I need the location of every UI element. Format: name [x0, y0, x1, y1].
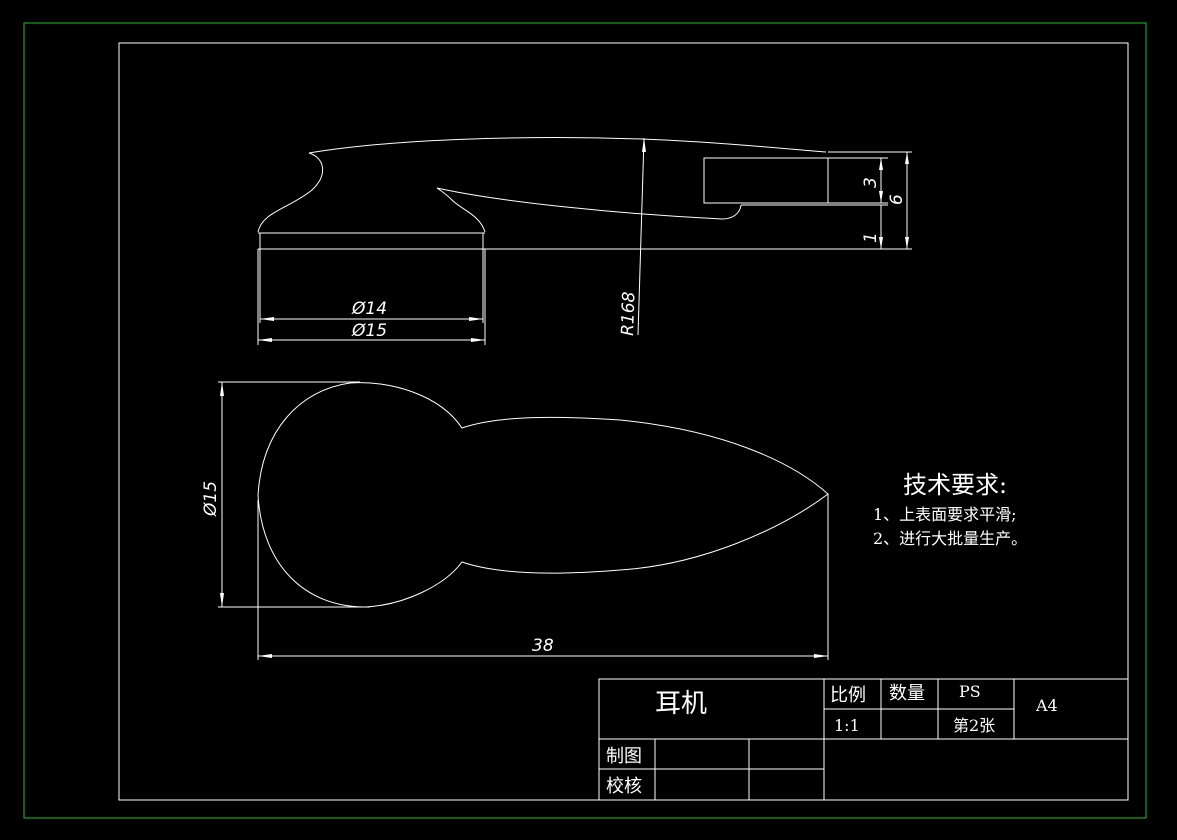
outer-frame: [23, 22, 1147, 819]
notes-item-1: 1、上表面要求平滑;: [873, 505, 1017, 524]
scale-label: 比例: [830, 685, 866, 706]
dim-r168: R168: [618, 291, 640, 336]
dim-1: 1: [861, 232, 881, 243]
part-name: 耳机: [655, 689, 707, 719]
drawn-by-label: 制图: [606, 746, 642, 767]
checked-by-label: 校核: [606, 776, 642, 797]
notes-item-2: 2、进行大批量生产。: [873, 529, 1027, 548]
paper-size: A4: [1035, 696, 1058, 715]
scale-value: 1:1: [834, 716, 860, 735]
dim-d15-left: Ø15: [201, 481, 221, 517]
material-value: PS: [959, 682, 981, 701]
dim-38: 38: [532, 636, 554, 656]
dim-6: 6: [887, 194, 907, 205]
qty-label: 数量: [889, 683, 925, 704]
sheet-number: 第2张: [953, 716, 995, 735]
dim-d14: Ø14: [351, 299, 387, 319]
notes-title: 技术要求:: [903, 471, 1007, 499]
dim-d15-top: Ø15: [351, 321, 387, 341]
dim-3: 3: [861, 177, 881, 188]
plan-view: [218, 381, 829, 660]
title-block: [598, 678, 1129, 801]
side-view: [257, 137, 912, 250]
dimension-lines-top: [257, 137, 909, 345]
